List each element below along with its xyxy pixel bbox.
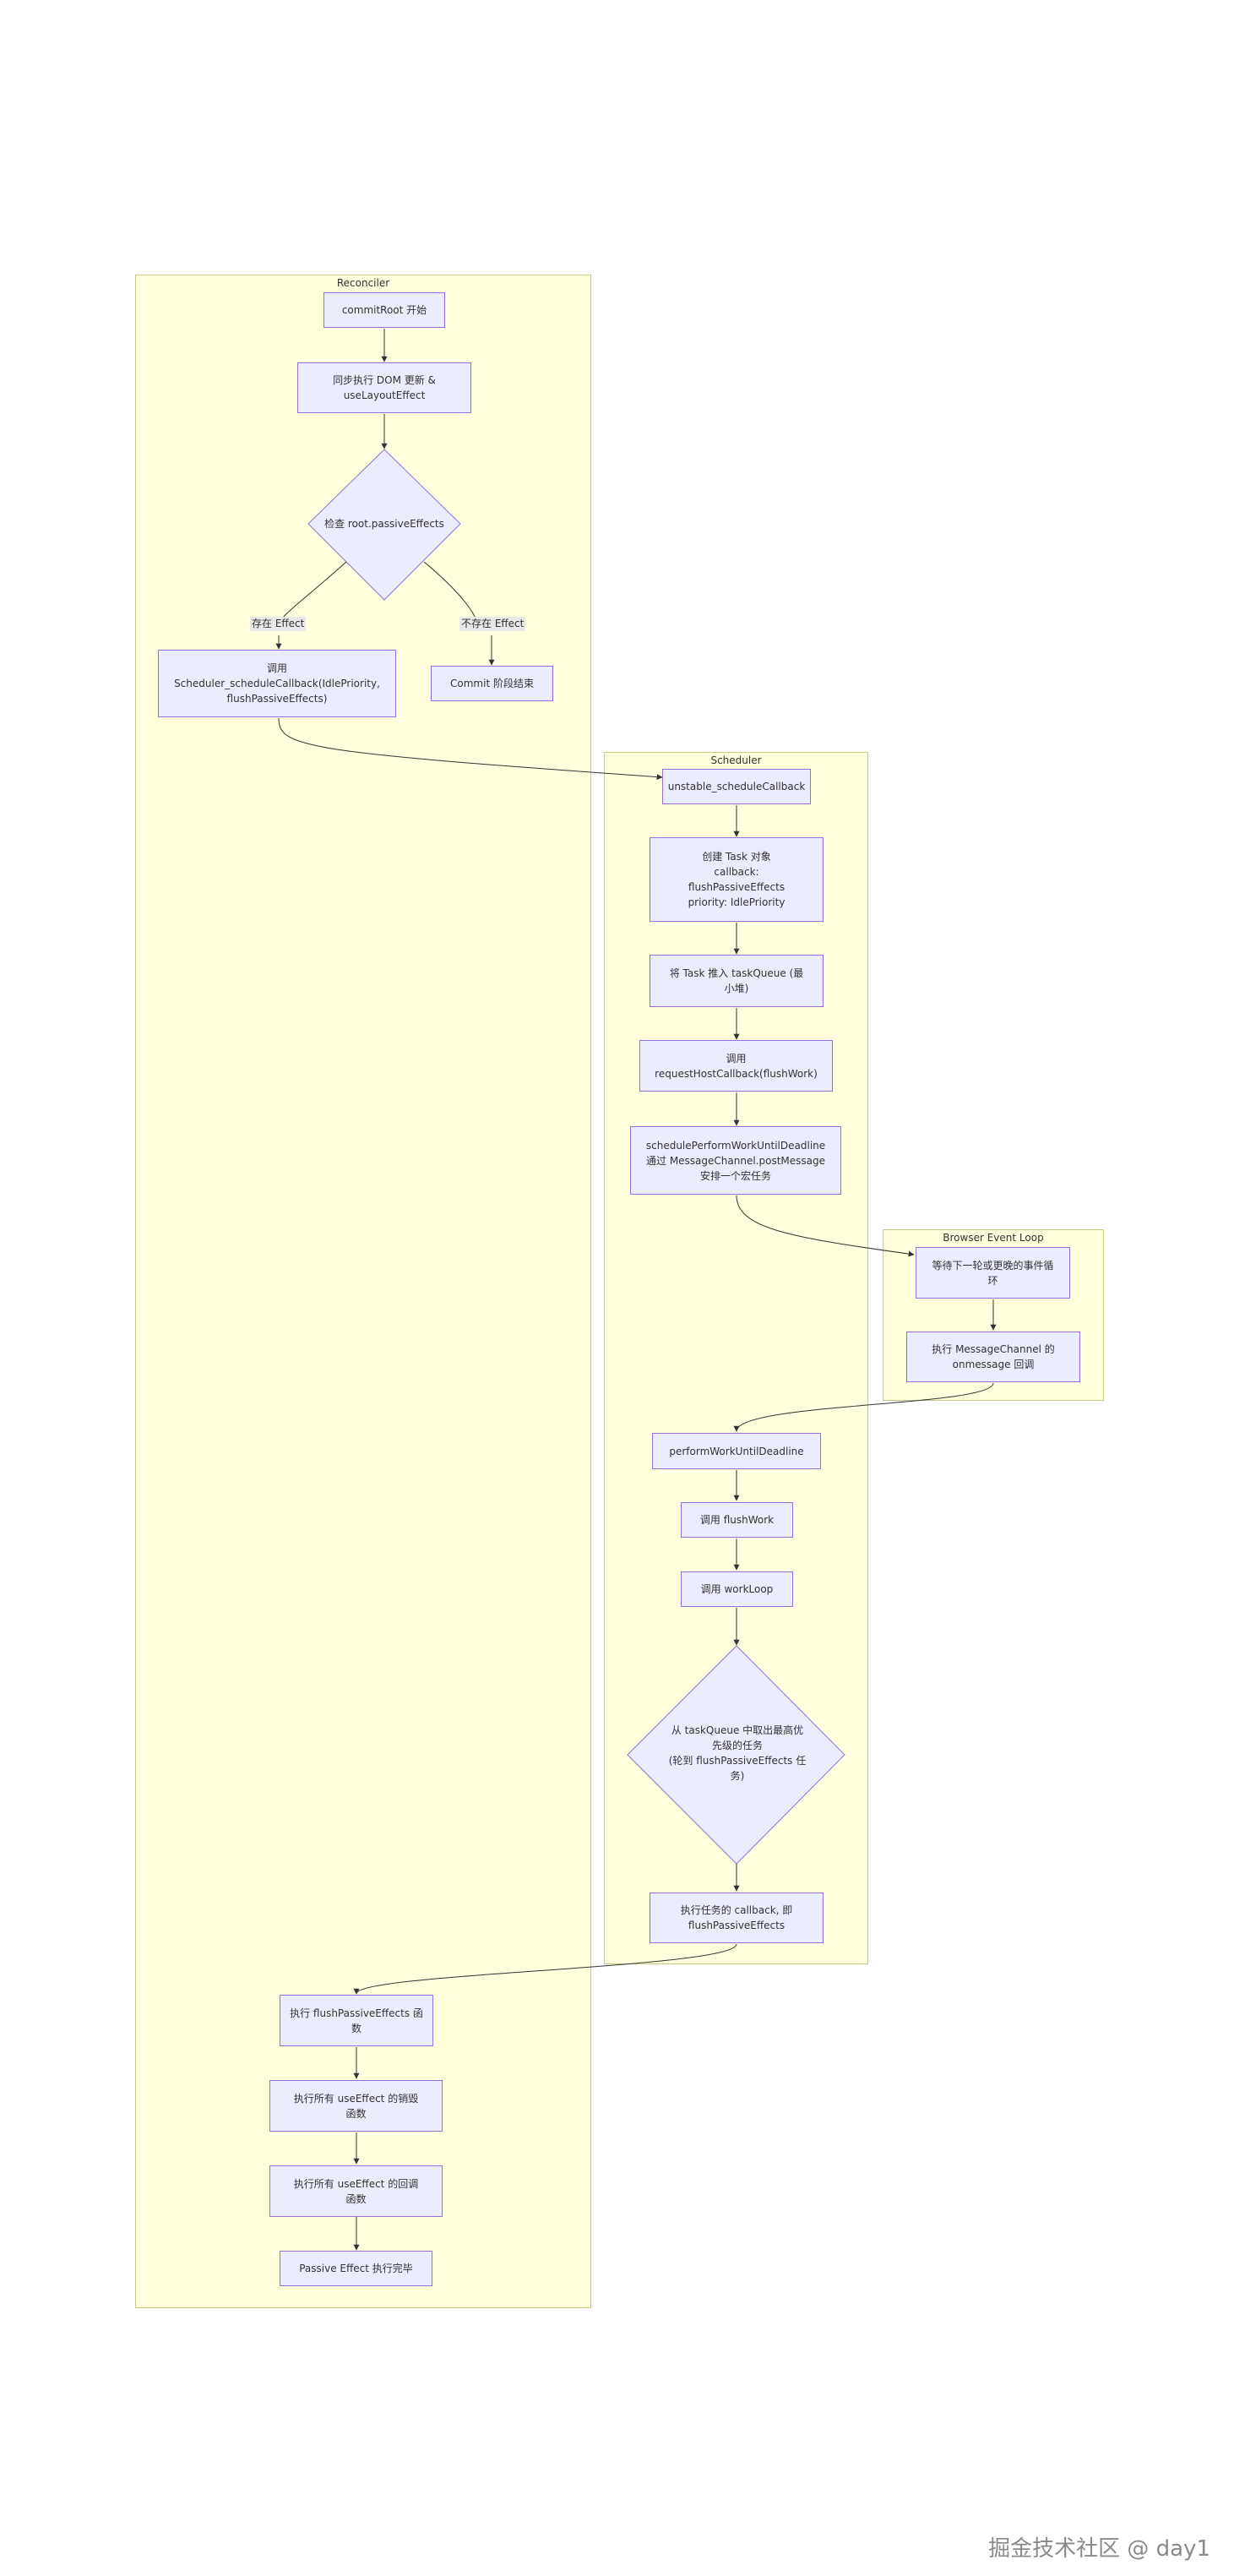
decision-check-passive-label: 检查 root.passiveEffects <box>324 518 444 530</box>
node-push-task: 将 Task 推入 taskQueue (最 小堆) <box>650 955 824 1007</box>
node-call-workloop: 调用 workLoop <box>681 1571 793 1607</box>
node-passive-done: Passive Effect 执行完毕 <box>280 2251 432 2286</box>
edge-callback-to-execflush <box>353 1943 737 1995</box>
node-request-host: 调用 requestHostCallback(flushWork) <box>639 1040 833 1092</box>
node-unstable-schedule: unstable_scheduleCallback <box>662 769 811 804</box>
node-sync-dom: 同步执行 DOM 更新 & useLayoutEffect <box>297 362 471 413</box>
node-create-task: 创建 Task 对象 callback: flushPassiveEffects… <box>650 837 824 922</box>
edge-label-no-effect: 不存在 Effect <box>459 617 526 631</box>
node-commit-end: Commit 阶段结束 <box>431 666 553 701</box>
edge-check-to-no-effect <box>423 561 481 626</box>
node-call-flushwork: 调用 flushWork <box>681 1502 793 1538</box>
node-exec-flush: 执行 flushPassiveEffects 函 数 <box>280 1995 433 2046</box>
node-exec-onmessage: 执行 MessageChannel 的 onmessage 回调 <box>906 1332 1080 1382</box>
decision-diamond-check <box>307 449 461 601</box>
node-exec-callback: 执行任务的 callback, 即 flushPassiveEffects <box>650 1893 824 1943</box>
cluster-reconciler: Reconciler <box>135 275 591 2308</box>
node-schedule-perform: schedulePerformWorkUntilDeadline 通过 Mess… <box>630 1126 841 1195</box>
node-schedule-callback: 调用 Scheduler_scheduleCallback(IdlePriori… <box>158 650 396 717</box>
edge-onmessage-to-perform <box>733 1382 994 1432</box>
edge-check-to-has-effect <box>275 561 347 626</box>
cluster-scheduler-label: Scheduler <box>710 754 762 766</box>
cluster-reconciler-label: Reconciler <box>336 277 390 289</box>
edge-schedule-to-unstable <box>278 717 663 781</box>
node-exec-destroy: 执行所有 useEffect 的销毁 函数 <box>269 2080 443 2132</box>
watermark: 掘金技术社区 @ day1 <box>988 2536 1210 2562</box>
node-commit-root: commitRoot 开始 <box>323 292 445 328</box>
cluster-browser-label: Browser Event Loop <box>943 1232 1044 1244</box>
edge-label-has-effect: 存在 Effect <box>250 617 307 631</box>
edge-schedule-perform-to-wait <box>736 1195 915 1257</box>
node-perform-work: performWorkUntilDeadline <box>652 1433 821 1469</box>
node-exec-create: 执行所有 useEffect 的回调 函数 <box>269 2165 443 2217</box>
decision-take-task-label: 从 taskQueue 中取出最高优 先级的任务 (轮到 flushPassiv… <box>668 1724 807 1782</box>
node-wait-loop: 等待下一轮或更晚的事件循 环 <box>916 1247 1070 1299</box>
